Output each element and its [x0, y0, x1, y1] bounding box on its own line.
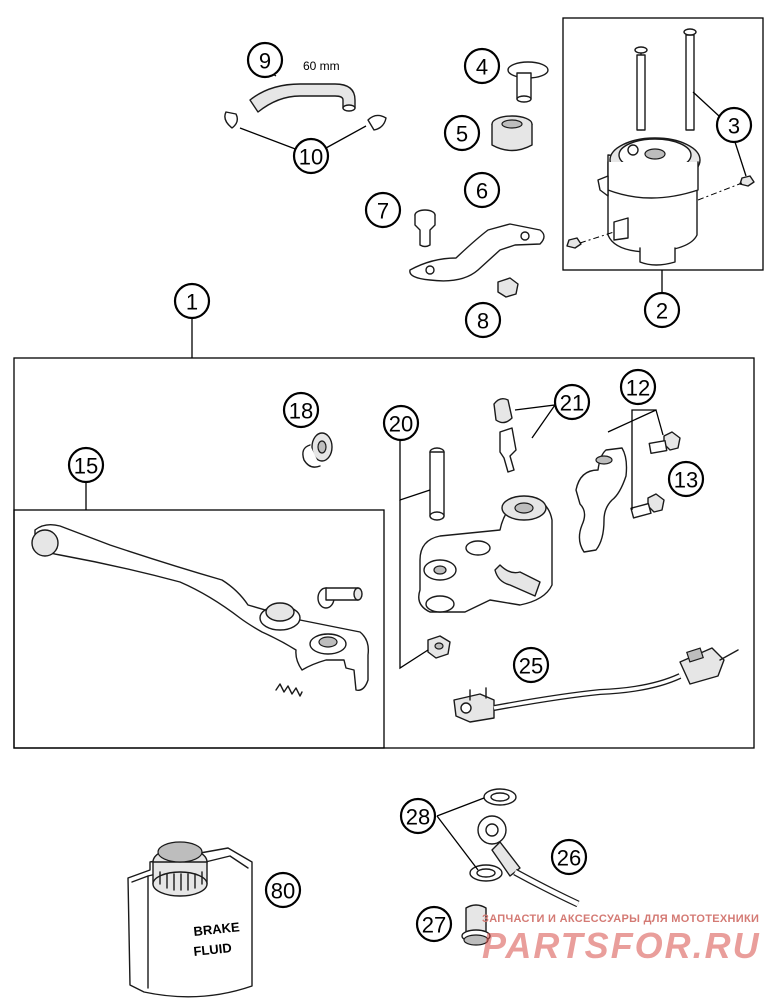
- pivot-bolt: [429, 447, 445, 521]
- bracket-nut: [497, 277, 519, 298]
- callout-80: 80: [264, 871, 302, 909]
- bleeder-cap: [493, 397, 513, 424]
- reservoir-bellows: [491, 115, 533, 152]
- brake-fluid-can: [127, 841, 253, 998]
- lever-spring: [275, 683, 303, 697]
- brake-lever: [31, 523, 370, 691]
- hose-clips: [224, 111, 387, 131]
- callout-3: 3: [715, 106, 753, 144]
- callout-10: 10: [292, 137, 330, 175]
- callout-18: 18: [282, 391, 320, 429]
- svg-text:15: 15: [74, 454, 98, 479]
- bleeder-valve: [499, 427, 517, 473]
- svg-text:20: 20: [389, 412, 413, 437]
- brake-fluid-reservoir: [597, 137, 701, 266]
- callout-5: 5: [443, 114, 481, 152]
- svg-text:25: 25: [519, 654, 543, 679]
- callout-1: 1: [173, 282, 211, 320]
- handlebar-clamp: [575, 447, 628, 553]
- watermark-tagline: ЗАПЧАСТИ И АКСЕССУАРЫ ДЛЯ МОТОТЕХНИКИ: [482, 913, 759, 925]
- master-cylinder-body: [418, 495, 553, 613]
- svg-text:3: 3: [728, 114, 740, 139]
- callout-20: 20: [382, 404, 420, 442]
- reservoir-group-box: [562, 17, 764, 271]
- hose-length-label: 60 mm: [303, 59, 340, 73]
- vent-hose: [249, 83, 356, 113]
- lever-adjuster-pin: [317, 587, 363, 609]
- clamp-bolt-upper: [648, 431, 681, 455]
- svg-text:1: 1: [186, 290, 198, 315]
- pivot-nut: [427, 635, 451, 659]
- switch-connector: [679, 647, 739, 685]
- callout-27: 27: [415, 905, 453, 943]
- watermark-brand: PARTSFOR.RU: [482, 925, 761, 966]
- callout-15: 15: [67, 446, 105, 484]
- reservoir-cap: [507, 61, 549, 103]
- svg-text:21: 21: [560, 391, 584, 416]
- brake-light-switch: [453, 687, 495, 723]
- banjo-bolt: [461, 904, 491, 946]
- callout-25: 25: [512, 646, 550, 684]
- callout-28: 28: [399, 797, 437, 835]
- svg-text:5: 5: [456, 122, 468, 147]
- callout-8: 8: [464, 301, 502, 339]
- svg-text:18: 18: [289, 399, 313, 424]
- svg-text:7: 7: [377, 199, 389, 224]
- dust-boot: [302, 432, 333, 468]
- svg-text:9: 9: [259, 49, 271, 74]
- clamp-bolt-lower: [630, 493, 665, 519]
- brake-lever-group-box: [13, 509, 385, 749]
- callout-6: 6: [463, 171, 501, 209]
- callout-26: 26: [550, 838, 588, 876]
- svg-text:4: 4: [476, 55, 488, 80]
- reservoir-nuts: [566, 175, 755, 249]
- reservoir-bracket: [409, 223, 545, 282]
- callout-9: 9: [246, 41, 284, 79]
- reservoir-screws: [634, 28, 697, 131]
- svg-text:13: 13: [674, 468, 698, 493]
- svg-text:12: 12: [626, 376, 650, 401]
- brake-line-banjo: [477, 815, 521, 877]
- svg-text:27: 27: [422, 913, 446, 938]
- callout-7: 7: [364, 191, 402, 229]
- svg-text:26: 26: [557, 846, 581, 871]
- callout-13: 13: [667, 460, 705, 498]
- callout-21: 21: [553, 383, 591, 421]
- svg-text:80: 80: [271, 879, 295, 904]
- bracket-bolt: [414, 209, 436, 248]
- svg-text:28: 28: [406, 805, 430, 830]
- callout-12: 12: [619, 368, 657, 406]
- callout-2: 2: [643, 291, 681, 329]
- svg-text:2: 2: [656, 299, 668, 324]
- svg-text:8: 8: [477, 309, 489, 334]
- can-label-brake: BRAKE: [193, 919, 241, 939]
- svg-text:10: 10: [299, 145, 323, 170]
- svg-text:6: 6: [476, 179, 488, 204]
- can-label-fluid: FLUID: [193, 940, 233, 959]
- callout-4: 4: [463, 47, 501, 85]
